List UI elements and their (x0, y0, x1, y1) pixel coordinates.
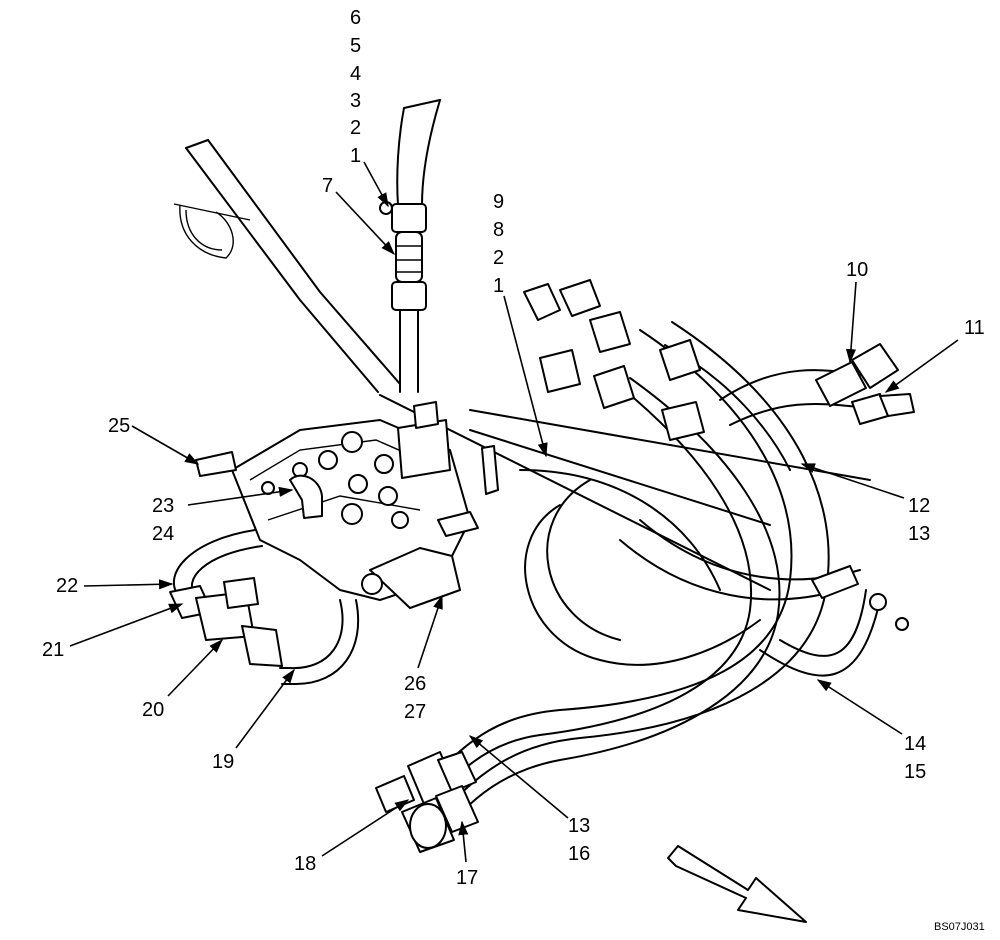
callout-12: 12 (908, 495, 930, 517)
leader-lines (69, 161, 959, 863)
callout-22: 22 (56, 575, 78, 597)
callout-1-right: 1 (493, 275, 504, 297)
callout-2: 2 (350, 117, 361, 139)
callout-labels: 6 5 4 3 2 1 7 9 8 2 1 10 11 12 13 25 23 … (42, 7, 985, 933)
callout-15: 15 (904, 761, 926, 783)
callout-13-upper: 13 (908, 523, 930, 545)
right-fittings (811, 343, 915, 631)
callout-26: 26 (404, 673, 426, 695)
callout-18: 18 (294, 853, 316, 875)
drawing-code: BS07J031 (934, 921, 985, 933)
callout-13-lower: 13 (568, 815, 590, 837)
callout-19: 19 (212, 751, 234, 773)
callout-25: 25 (108, 415, 130, 437)
callout-23: 23 (152, 495, 174, 517)
vertical-return-hose (379, 99, 441, 393)
callout-3: 3 (350, 90, 361, 112)
callout-20: 20 (142, 699, 164, 721)
callout-21: 21 (42, 639, 64, 661)
control-valve (195, 401, 499, 609)
callout-1: 1 (350, 145, 361, 167)
callout-9: 9 (493, 191, 504, 213)
callout-7: 7 (322, 175, 333, 197)
callout-27: 27 (404, 701, 426, 723)
lower-left-tube-assembly (169, 529, 360, 685)
upper-elbow-fittings (523, 279, 705, 441)
direction-arrow-icon (667, 845, 807, 923)
callout-24: 24 (152, 523, 174, 545)
callout-11: 11 (964, 317, 985, 339)
callout-2-right: 2 (493, 247, 504, 269)
callout-14: 14 (904, 733, 926, 755)
callout-10: 10 (846, 259, 868, 281)
left-upper-tube (173, 139, 401, 393)
callout-16: 16 (568, 843, 590, 865)
main-hose-bundle (429, 321, 881, 829)
callout-4: 4 (350, 63, 361, 85)
callout-8: 8 (493, 219, 504, 241)
bottom-fittings (375, 751, 479, 853)
callout-6: 6 (350, 7, 361, 29)
callout-5: 5 (350, 35, 361, 57)
callout-17: 17 (456, 867, 478, 889)
